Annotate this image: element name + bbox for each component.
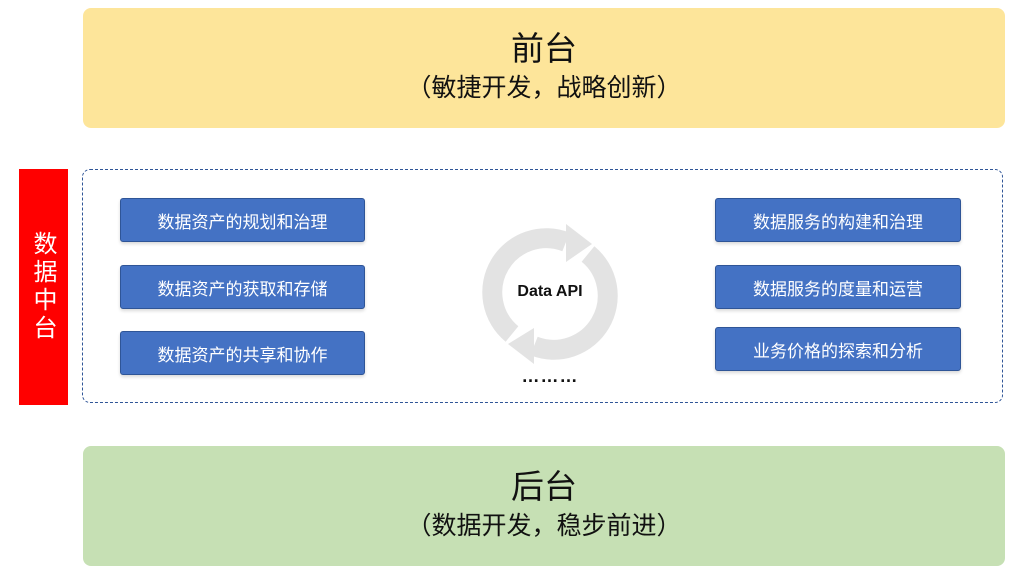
capability-asset-sharing: 数据资产的共享和协作 xyxy=(120,331,365,375)
back-layer: 后台 （数据开发，稳步前进） xyxy=(83,446,1005,566)
refresh-cycle-icon xyxy=(482,224,618,364)
back-layer-subtitle: （数据开发，稳步前进） xyxy=(406,511,682,540)
front-layer-title: 前台 xyxy=(511,29,577,68)
capability-asset-planning: 数据资产的规划和治理 xyxy=(120,198,365,242)
data-middle-label: 数据中台 xyxy=(19,169,68,405)
data-middle-label-text: 数据中台 xyxy=(29,231,57,343)
front-layer-subtitle: （敏捷开发，战略创新） xyxy=(406,73,682,102)
more-ellipsis: ……… xyxy=(521,366,579,386)
back-layer-title: 后台 xyxy=(511,467,577,506)
capability-service-operations: 数据服务的度量和运营 xyxy=(715,265,961,309)
capability-asset-acquisition: 数据资产的获取和存储 xyxy=(120,265,365,309)
capability-value-exploration: 业务价格的探索和分析 xyxy=(715,327,961,371)
data-middle-frame xyxy=(82,169,1003,403)
capability-service-building: 数据服务的构建和治理 xyxy=(715,198,961,242)
data-api-label: Data API xyxy=(517,283,583,300)
front-layer: 前台 （敏捷开发，战略创新） xyxy=(83,8,1005,128)
